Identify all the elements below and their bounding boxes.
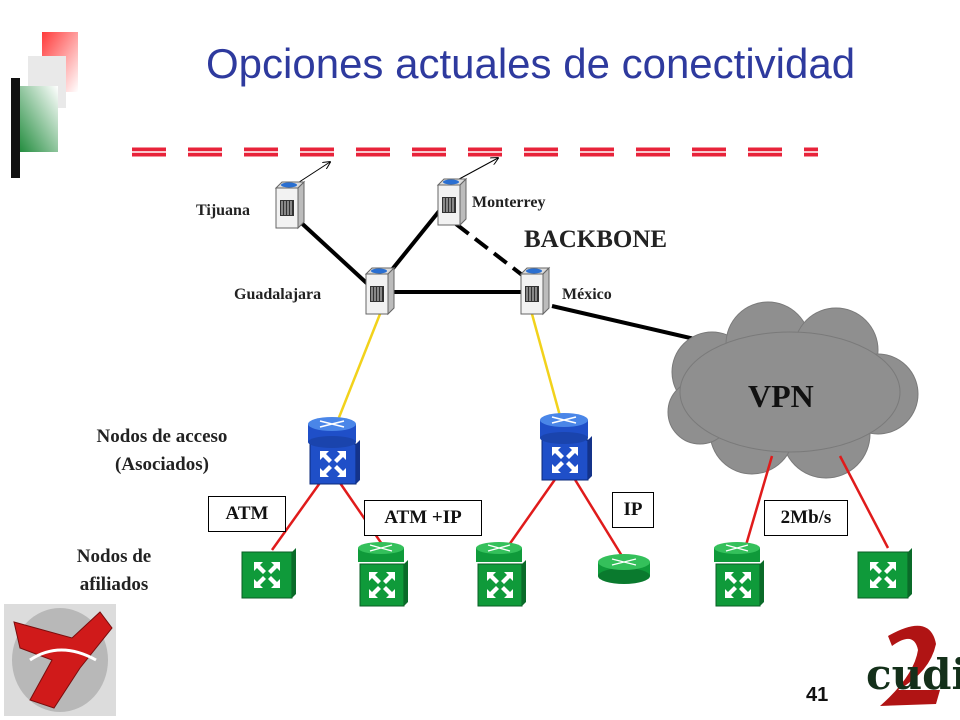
vpn-cloud — [667, 301, 919, 479]
ip-label-box: IP — [612, 492, 654, 528]
router-guadalajara — [365, 267, 395, 315]
atm-ip-label-box: ATM +IP — [364, 500, 482, 536]
affiliate-router-4 — [598, 554, 650, 584]
affiliate-switch-6 — [857, 548, 912, 599]
corner-decoration — [11, 32, 78, 178]
city-label-tijuana: Tijuana — [196, 202, 250, 219]
tail-links — [270, 455, 890, 557]
affiliate-switch-router-3 — [476, 542, 526, 607]
affiliate-nodes-label-line2: afiliados — [79, 574, 149, 595]
affiliate-switch-1 — [241, 548, 296, 599]
router-monterrey — [437, 178, 467, 226]
page-number: 41 — [806, 684, 829, 706]
access-nodes-label-line1: Nodos de acceso — [96, 426, 228, 447]
router-mexico — [520, 267, 550, 315]
backbone-label: BACKBONE — [524, 226, 668, 253]
affiliate-switch-router-2 — [358, 542, 408, 607]
rate-label-box: 2Mb/s — [764, 500, 848, 536]
uplink-guadalajara-access — [336, 313, 382, 421]
router-tijuana — [275, 181, 305, 229]
atm-label-box: ATM — [208, 496, 286, 532]
uplink-mexico-access — [530, 313, 562, 417]
vpn-label: VPN — [748, 378, 814, 414]
affiliate-nodes-label-line1: Nodos de — [76, 546, 152, 567]
slide-title: Opciones actuales de conectividad — [206, 40, 856, 87]
city-label-mexico: México — [562, 286, 612, 303]
cudi-logo-text: cudi — [866, 650, 960, 699]
link-tijuana-guadalajara — [294, 216, 374, 290]
city-label-guadalajara: Guadalajara — [234, 286, 322, 303]
city-label-monterrey: Monterrey — [472, 194, 546, 211]
institution-logo — [4, 604, 116, 716]
affiliate-switch-router-5 — [714, 542, 764, 607]
access-node-right — [540, 413, 592, 481]
access-node-left — [308, 417, 360, 485]
link-monterrey-mexico — [454, 222, 528, 280]
cudi-logo-2-glyph — [880, 625, 940, 706]
access-nodes-label-line2: (Asociados) — [115, 454, 209, 475]
